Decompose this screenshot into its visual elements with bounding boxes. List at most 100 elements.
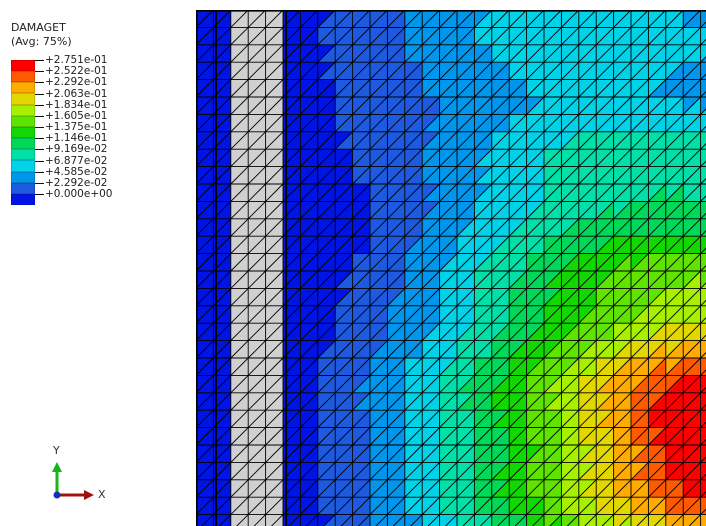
legend-value-label: +0.000e+00 xyxy=(45,188,113,201)
mesh-edge xyxy=(300,10,319,28)
mesh-element-uncontoured xyxy=(265,27,283,45)
mesh-edge xyxy=(300,496,319,515)
mesh-edge xyxy=(682,235,701,254)
mesh-edge xyxy=(247,148,266,167)
mesh-edge xyxy=(352,218,371,237)
mesh-edge xyxy=(196,27,214,46)
mesh-edge xyxy=(700,473,706,481)
mesh-edge xyxy=(630,444,649,463)
mesh-edge xyxy=(526,409,545,428)
mesh-element xyxy=(509,201,527,219)
legend-swatch xyxy=(11,93,35,105)
mesh-edge xyxy=(578,27,597,46)
mesh-edge xyxy=(648,10,667,28)
mesh-edge xyxy=(613,270,632,289)
mesh-edge xyxy=(196,61,214,80)
mesh-edge xyxy=(491,357,510,376)
mesh-edge xyxy=(526,427,545,446)
mesh-element xyxy=(596,479,614,498)
mesh-element xyxy=(526,479,544,498)
mesh-edge xyxy=(456,444,475,463)
mesh-element xyxy=(387,253,405,271)
mesh-element xyxy=(544,114,562,132)
mesh-element xyxy=(526,201,544,219)
mesh-edge xyxy=(578,166,597,185)
mesh-edge xyxy=(508,96,527,115)
mesh-edge xyxy=(543,166,562,185)
mesh-edge xyxy=(578,235,597,254)
mesh-edge xyxy=(700,125,706,133)
mesh-edge xyxy=(439,444,458,463)
mesh-element xyxy=(561,514,579,526)
mesh-element xyxy=(544,97,562,115)
mesh-edge xyxy=(196,148,214,167)
mesh-edge xyxy=(456,201,475,220)
mesh-edge xyxy=(439,79,458,98)
mesh-edge xyxy=(334,183,353,202)
mesh-edge xyxy=(230,462,249,481)
mesh-edge xyxy=(247,444,266,463)
mesh-edge xyxy=(491,218,510,237)
legend-value-label: +1.605e-01 xyxy=(45,109,108,122)
contour-mesh-plot[interactable] xyxy=(196,10,706,526)
mesh-edge xyxy=(456,218,475,237)
mesh-edge xyxy=(491,131,510,150)
mesh-edge xyxy=(369,61,388,80)
mesh-edge xyxy=(700,351,706,359)
mesh-edge xyxy=(700,177,706,185)
mesh-edge xyxy=(491,288,510,307)
mesh-edge xyxy=(439,96,458,115)
mesh-edge xyxy=(421,114,440,133)
mesh-edge xyxy=(578,496,597,515)
mesh-edge xyxy=(508,61,527,80)
mesh-edge xyxy=(578,114,597,133)
mesh-edge xyxy=(561,444,580,463)
mesh-edge xyxy=(352,10,371,28)
mesh-edge xyxy=(404,392,423,411)
mesh-element xyxy=(509,27,527,45)
mesh-edge xyxy=(561,183,580,202)
mesh-element xyxy=(596,305,614,324)
mesh-edge xyxy=(317,375,336,394)
mesh-edge xyxy=(439,462,458,481)
mesh-edge xyxy=(421,10,440,28)
legend-tick xyxy=(35,138,44,140)
model-viewport[interactable] xyxy=(196,10,706,526)
mesh-element xyxy=(509,131,527,150)
mesh-element xyxy=(300,62,318,80)
mesh-edge xyxy=(665,479,684,498)
mesh-element xyxy=(561,62,579,80)
mesh-edge xyxy=(561,114,580,133)
mesh-edge xyxy=(595,375,614,394)
mesh-edge xyxy=(474,322,493,341)
mesh-element xyxy=(648,27,666,45)
mesh-edge xyxy=(317,96,336,115)
legend-swatch xyxy=(11,149,35,161)
mesh-edge xyxy=(491,96,510,115)
mesh-edge xyxy=(247,427,266,446)
legend-tick xyxy=(35,115,44,117)
mesh-edge xyxy=(196,427,214,446)
legend-tick xyxy=(35,149,44,151)
mesh-element xyxy=(613,201,631,219)
mesh-edge xyxy=(421,288,440,307)
mesh-edge xyxy=(595,183,614,202)
mesh-element xyxy=(683,131,701,150)
mesh-edge xyxy=(334,114,353,133)
mesh-edge xyxy=(543,183,562,202)
mesh-edge xyxy=(508,235,527,254)
mesh-edge xyxy=(334,79,353,98)
legend-swatch xyxy=(11,71,35,83)
mesh-edge xyxy=(439,114,458,133)
mesh-edge xyxy=(584,514,597,526)
mesh-element xyxy=(196,392,214,411)
mesh-edge xyxy=(247,114,266,133)
mesh-element-uncontoured xyxy=(248,514,266,526)
mesh-edge xyxy=(265,96,284,115)
mesh-edge xyxy=(404,27,423,46)
mesh-edge xyxy=(404,270,423,289)
mesh-edge xyxy=(369,235,388,254)
mesh-edge xyxy=(247,96,266,115)
mesh-edge xyxy=(196,218,214,237)
mesh-edge xyxy=(456,427,475,446)
